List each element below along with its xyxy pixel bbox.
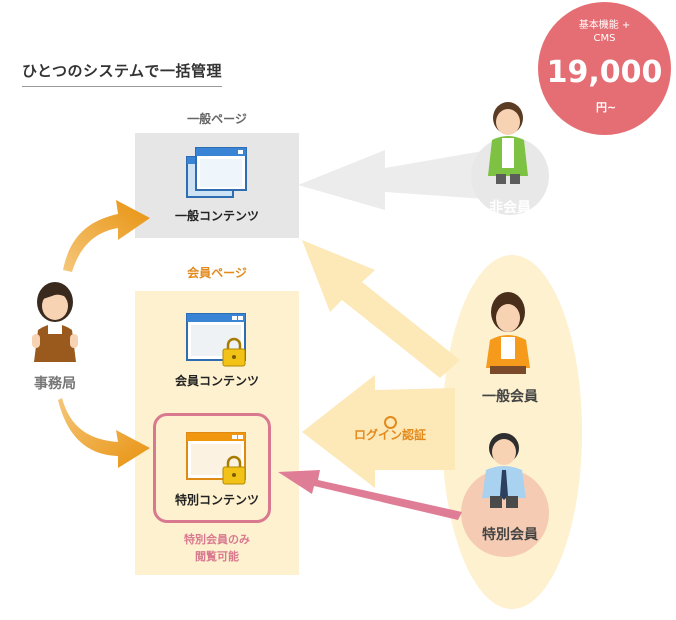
price-cms-label: CMS bbox=[593, 33, 616, 44]
special-only-note-line1: 特別会員のみ bbox=[184, 533, 250, 546]
general-member-label: 一般会員 bbox=[482, 389, 538, 405]
special-content-label: 特別コンテンツ bbox=[174, 493, 259, 507]
office-to-special-arrow bbox=[58, 398, 150, 468]
price-unit: 円~ bbox=[596, 101, 617, 114]
price-feature-label: 基本機能 + bbox=[578, 20, 631, 31]
member-content-label: 会員コンテンツ bbox=[174, 374, 259, 388]
special-only-note: 特別会員のみ 閲覧可能 bbox=[135, 531, 299, 565]
member-content-lock-icon bbox=[222, 337, 246, 367]
general-content-window-icon bbox=[186, 147, 247, 198]
special-only-note-line2: 閲覧可能 bbox=[195, 550, 239, 563]
nonmember-label: 非会員 bbox=[489, 200, 531, 216]
login-arrow bbox=[302, 375, 455, 488]
login-circle-icon bbox=[384, 416, 397, 429]
member-to-general-arrow bbox=[302, 240, 460, 378]
office-staff-person-icon bbox=[32, 282, 78, 362]
member-page-label: 会員ページ bbox=[187, 266, 247, 280]
price-badge: 基本機能 + CMS 19,000 円~ bbox=[538, 2, 671, 135]
special-member-label: 特別会員 bbox=[482, 527, 538, 543]
general-page-label: 一般ページ bbox=[187, 112, 247, 126]
office-to-general-arrow bbox=[63, 200, 150, 272]
office-label: 事務局 bbox=[34, 376, 76, 392]
nonmember-person-icon bbox=[488, 102, 528, 184]
nonmember-access-arrow bbox=[298, 148, 500, 210]
special-member-person-icon bbox=[482, 433, 526, 508]
price-amount: 19,000 bbox=[546, 55, 663, 90]
general-member-person-icon bbox=[486, 292, 530, 374]
page-title: ひとつのシステムで一括管理 bbox=[22, 60, 223, 87]
special-content-lock-icon bbox=[222, 455, 246, 485]
special-access-arrow bbox=[278, 470, 462, 520]
login-auth-label: ログイン認証 bbox=[353, 428, 426, 442]
general-content-label: 一般コンテンツ bbox=[174, 209, 259, 223]
special-content-frame bbox=[153, 413, 271, 523]
